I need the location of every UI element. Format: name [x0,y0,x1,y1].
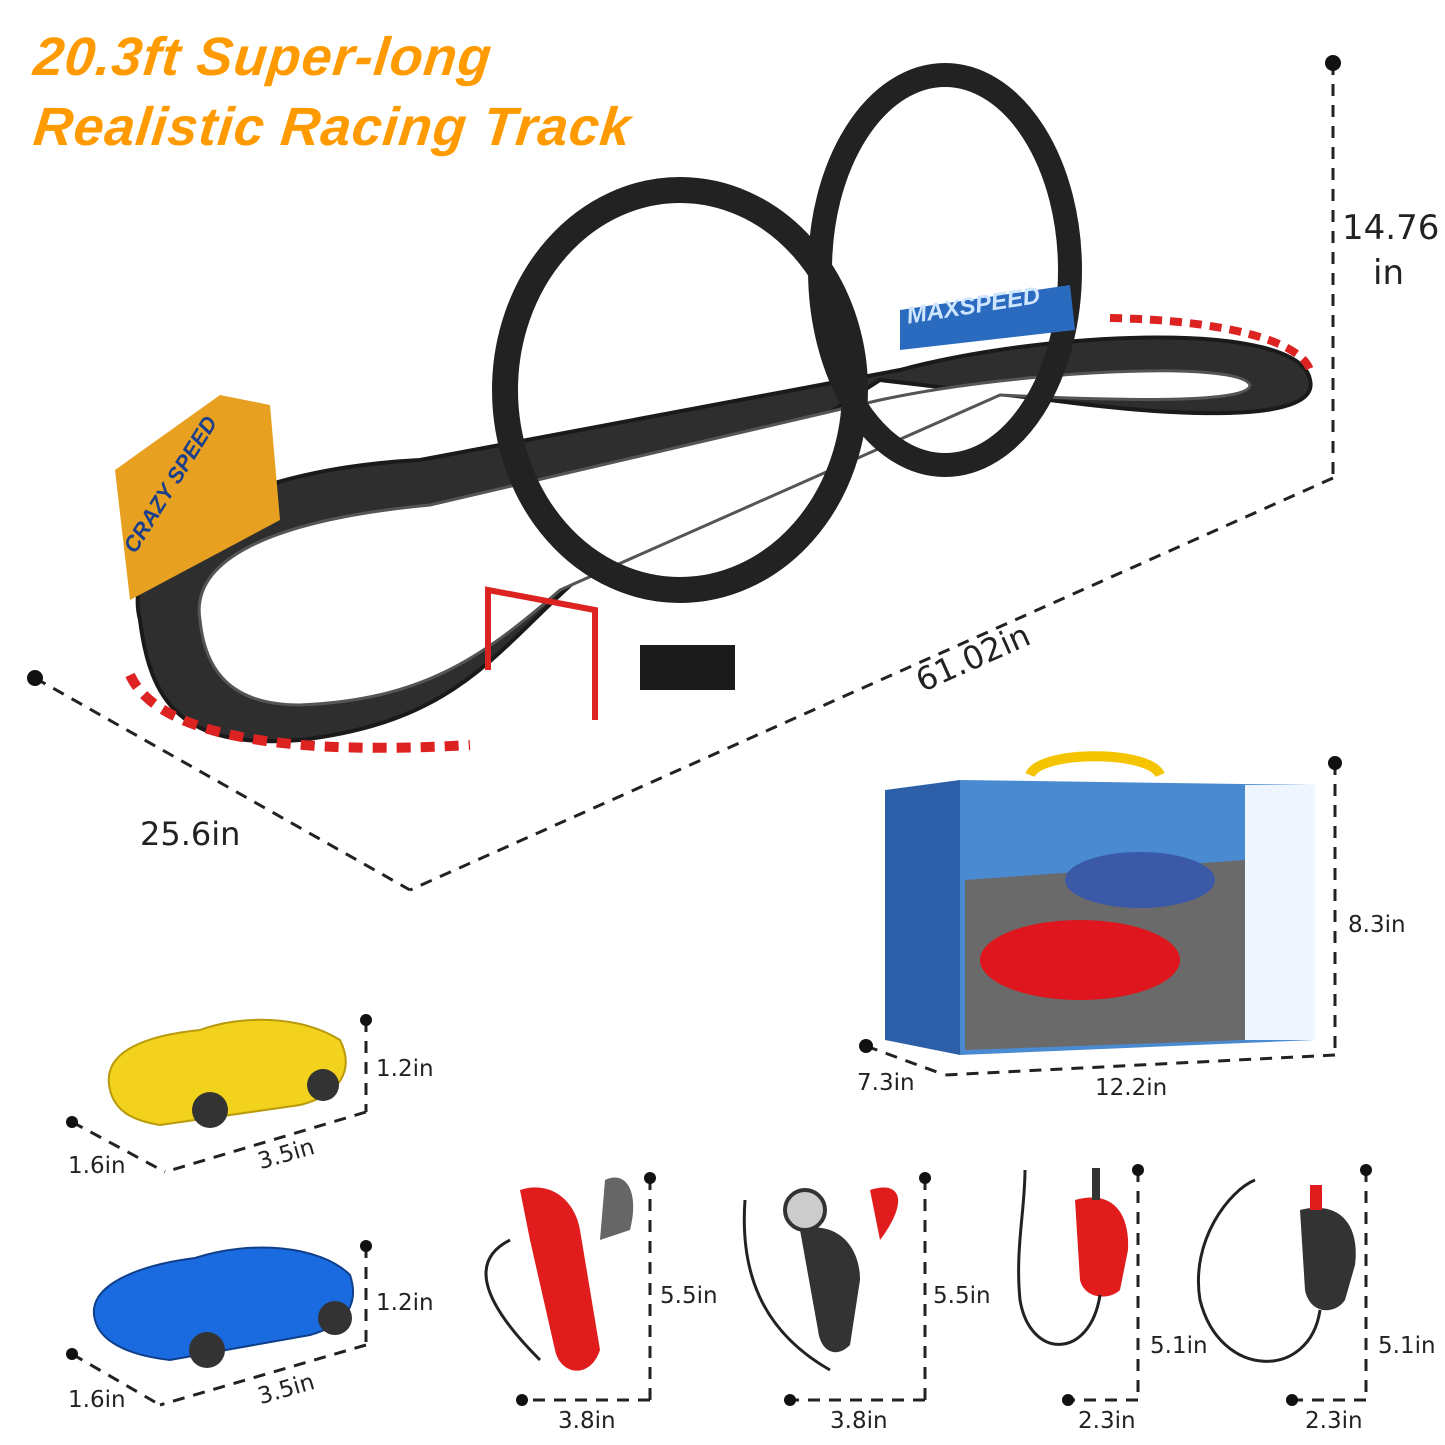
controller-red-grip [1017,1168,1129,1346]
controller-black-grip [1197,1178,1356,1363]
controller-2-height: 5.5in [933,1283,991,1309]
controller-4-height: 5.1in [1378,1333,1436,1359]
box-depth: 7.3in [857,1070,915,1096]
maxspeed-banner [900,285,1075,350]
controller-1-height: 5.5in [660,1283,718,1309]
track-width: 25.6in [140,815,241,853]
track-height-value: 14.76 [1342,208,1440,248]
controller-4-width: 2.3in [1305,1408,1363,1434]
track-height-unit: in [1373,253,1404,293]
blue-car-width: 1.6in [68,1387,126,1413]
yellow-car [107,1018,347,1128]
blue-car-height: 1.2in [376,1290,434,1316]
controller-3-height: 5.1in [1150,1333,1208,1359]
loop-2 [808,63,1082,477]
controller-3-width: 2.3in [1078,1408,1136,1434]
box-length: 12.2in [1095,1075,1168,1101]
controller-red-trigger [484,1177,634,1371]
controller-black-trigger [742,1187,899,1372]
dimension-lines [34,63,1368,1407]
product-box [885,751,1315,1055]
blue-car [92,1246,355,1368]
yellow-car-width: 1.6in [68,1153,126,1179]
race-track [115,63,1314,753]
crazy-speed-banner [115,395,280,600]
controller-1-width: 3.8in [558,1408,616,1434]
dimension-dots [27,55,1372,1406]
box-height: 8.3in [1348,912,1406,938]
power-controller-box [640,645,735,690]
yellow-car-height: 1.2in [376,1056,434,1082]
controller-2-width: 3.8in [830,1408,888,1434]
